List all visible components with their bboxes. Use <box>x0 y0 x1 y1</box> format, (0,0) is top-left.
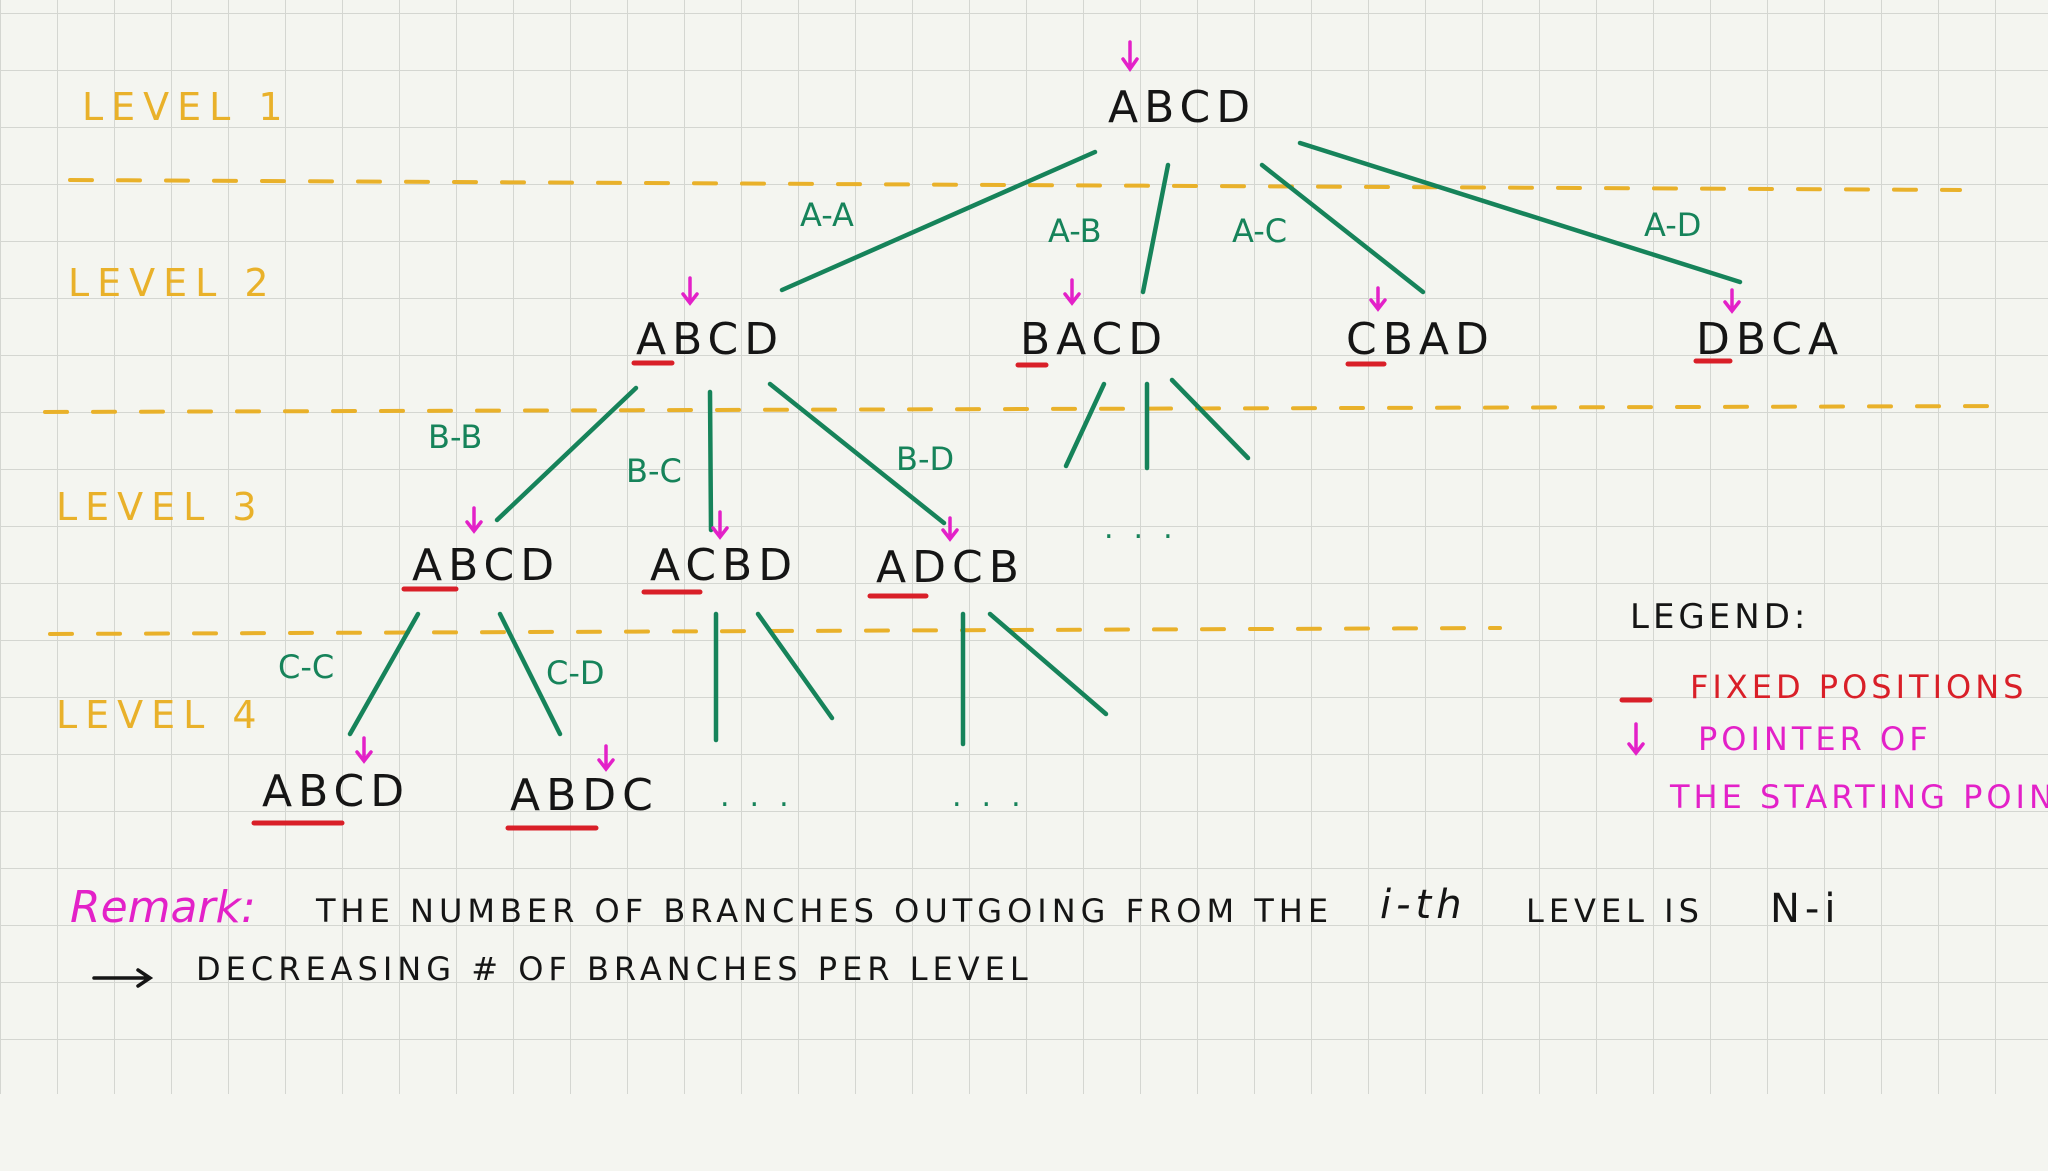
branch-line <box>755 611 835 721</box>
edge-label-a-d: A-D <box>1644 206 1701 244</box>
edge-label-b-b: B-B <box>428 418 482 456</box>
legend-pointer-label: POINTER OF <box>1698 720 1932 758</box>
level-3-node-adcb: ADCB <box>876 542 1025 593</box>
remark-text: THE NUMBER OF BRANCHES OUTGOING FROM THE <box>315 892 1333 930</box>
branch-line <box>1063 381 1107 469</box>
branch-line <box>1169 377 1251 461</box>
level-3-node-acbd: ACBD <box>650 540 798 591</box>
branch-line <box>1140 162 1171 295</box>
pointer-arrow-icon <box>1723 288 1741 314</box>
level-2-node-abcd: ABCD <box>636 314 784 365</box>
remark-conclusion: DECREASING # OF BRANCHES PER LEVEL <box>196 950 1033 988</box>
edge-label-b-d: B-D <box>896 440 954 478</box>
legend-pointer-arrow-icon <box>1627 722 1645 756</box>
edge-label-a-c: A-C <box>1232 212 1287 250</box>
level-2-node-cbad: CBAD <box>1346 314 1495 365</box>
level-2-label: LEVEL 2 <box>68 261 277 305</box>
level-1-label: LEVEL 1 <box>82 85 291 129</box>
branch-line <box>497 611 563 737</box>
legend-pointer-label-continued: THE STARTING POINT <box>1669 778 2048 816</box>
pointer-arrow-icon <box>681 276 699 306</box>
pointer-arrow-icon <box>1063 278 1081 306</box>
level-2-node-dbca: DBCA <box>1696 314 1844 365</box>
branch-line <box>494 385 639 523</box>
branch-line <box>1259 162 1426 295</box>
branch-line <box>779 149 1098 293</box>
remark-formula: N-i <box>1770 886 1840 932</box>
edge-label-a-b: A-B <box>1048 212 1102 250</box>
edge-label-a-a: A-A <box>800 196 854 234</box>
legend-title: LEGEND: <box>1630 597 1809 637</box>
level-4-node-abdc: ABDC <box>510 770 659 821</box>
remark-text-tail: LEVEL IS <box>1526 892 1704 930</box>
level-separator <box>43 404 2012 414</box>
level-separator <box>48 626 1502 636</box>
branch-line <box>767 381 947 526</box>
ellipsis-more-leaves: ... <box>952 779 1041 814</box>
branch-line <box>1297 140 1743 285</box>
remark-label: Remark: <box>70 882 256 933</box>
pointer-arrow-icon <box>465 506 483 534</box>
level-2-node-bacd: BACD <box>1020 314 1168 365</box>
edge-label-c-d: C-D <box>546 654 605 692</box>
ellipsis-more-branches: ... <box>1104 511 1193 546</box>
ellipsis-more-leaves: ... <box>720 779 809 814</box>
root-node: ABCD <box>1108 82 1256 133</box>
pointer-arrow-icon <box>597 744 615 772</box>
pointer-arrow-icon <box>711 510 729 540</box>
pointer-arrow-icon <box>355 736 373 764</box>
pointer-arrow-icon <box>941 516 959 542</box>
pointer-arrow-icon <box>1369 286 1387 312</box>
pointer-arrow-icon <box>1121 40 1139 73</box>
branch-line <box>987 611 1109 717</box>
level-4-label: LEVEL 4 <box>56 693 265 737</box>
branch-line <box>707 389 714 533</box>
level-4-node-abcd: ABCD <box>262 766 410 817</box>
branch-line <box>347 611 421 737</box>
remark-ith: i-th <box>1380 882 1467 928</box>
level-3-label: LEVEL 3 <box>56 485 265 529</box>
edge-label-c-c: C-C <box>278 648 334 686</box>
edge-label-b-c: B-C <box>626 452 682 490</box>
legend-fixed-positions-label: FIXED POSITIONS <box>1690 668 2027 706</box>
level-3-node-abcd: ABCD <box>412 540 560 591</box>
right-arrow-icon <box>92 968 154 988</box>
